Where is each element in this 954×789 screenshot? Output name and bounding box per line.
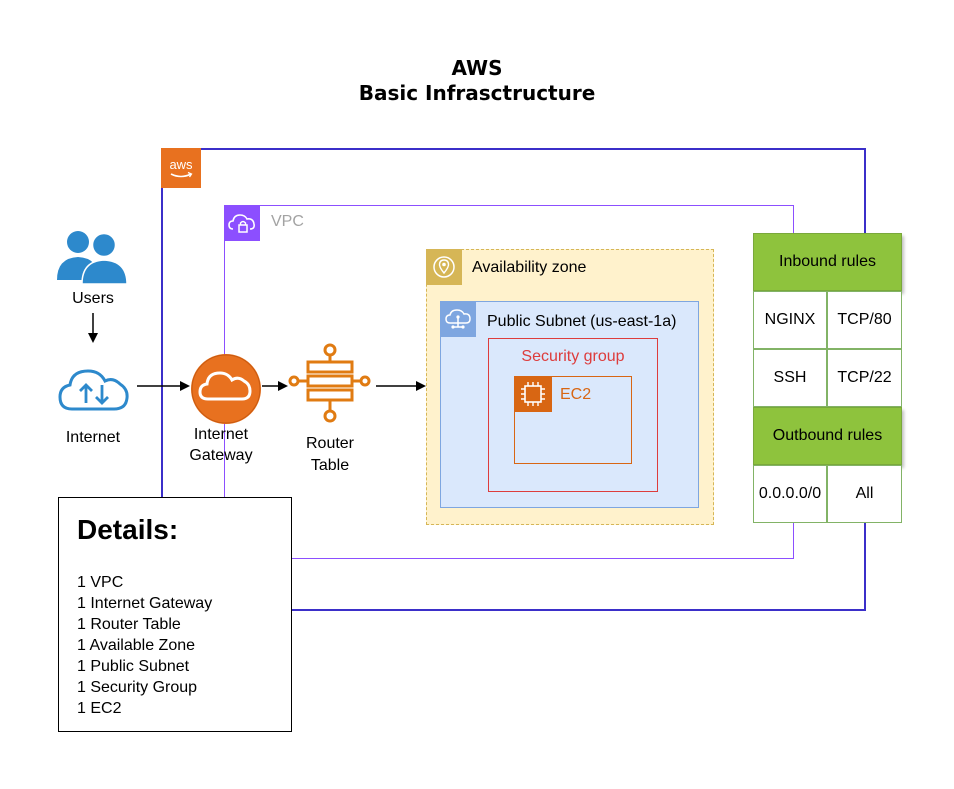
router-table-label-line1: Router xyxy=(305,435,355,452)
users-label: Users xyxy=(72,290,114,307)
details-panel xyxy=(58,497,292,732)
details-item: 1 Router Table xyxy=(77,616,181,633)
router-table-label-line2: Table xyxy=(310,457,350,474)
vpc-label: VPC xyxy=(271,213,304,230)
ec2-instance xyxy=(514,376,632,464)
inbound-rules-header: Inbound rules xyxy=(753,233,902,291)
router-table-icon xyxy=(288,342,376,433)
inbound-rule-value: TCP/22 xyxy=(827,349,902,407)
details-item: 1 Security Group xyxy=(77,679,198,696)
availability-zone-label: Availability zone xyxy=(472,259,587,276)
inbound-rule-name: NGINX xyxy=(753,291,827,349)
outbound-rule-value: All xyxy=(827,465,902,523)
internet-cloud-icon xyxy=(58,365,130,418)
public-subnet-label: Public Subnet (us-east-1a) xyxy=(487,313,677,330)
internet-gateway-label-line1: Internet xyxy=(193,426,249,443)
diagram-title-line2: Basic Infrasctructure xyxy=(358,81,596,105)
users-icon xyxy=(55,228,131,289)
details-title: Details: xyxy=(77,514,179,545)
internet-label: Internet xyxy=(65,429,121,446)
internet-gateway-label-line2: Gateway xyxy=(189,447,253,464)
diagram-title-line1: AWS xyxy=(451,56,503,80)
ec2-chip-icon xyxy=(514,376,552,412)
inbound-rule-value: TCP/80 xyxy=(827,291,902,349)
outbound-rules-header: Outbound rules xyxy=(753,407,902,465)
aws-logo-text: aws xyxy=(169,157,193,172)
internet-gateway-icon xyxy=(190,353,262,430)
outbound-rule-name: 0.0.0.0/0 xyxy=(753,465,827,523)
public-subnet-group xyxy=(440,301,699,508)
location-pin-icon xyxy=(426,249,462,285)
security-group-label: Security group xyxy=(521,348,625,365)
details-item: 1 Public Subnet xyxy=(77,658,190,675)
details-item: 1 VPC xyxy=(77,574,124,591)
ec2-label: EC2 xyxy=(560,386,592,403)
subnet-cloud-icon xyxy=(440,301,476,337)
inbound-rule-name: SSH xyxy=(753,349,827,407)
details-item: 1 Internet Gateway xyxy=(77,595,213,612)
aws-logo-icon: aws xyxy=(161,148,201,188)
details-item: 1 Available Zone xyxy=(77,637,196,654)
vpc-cloud-lock-icon xyxy=(224,205,260,241)
security-group xyxy=(488,338,658,492)
details-item: 1 EC2 xyxy=(77,700,122,717)
